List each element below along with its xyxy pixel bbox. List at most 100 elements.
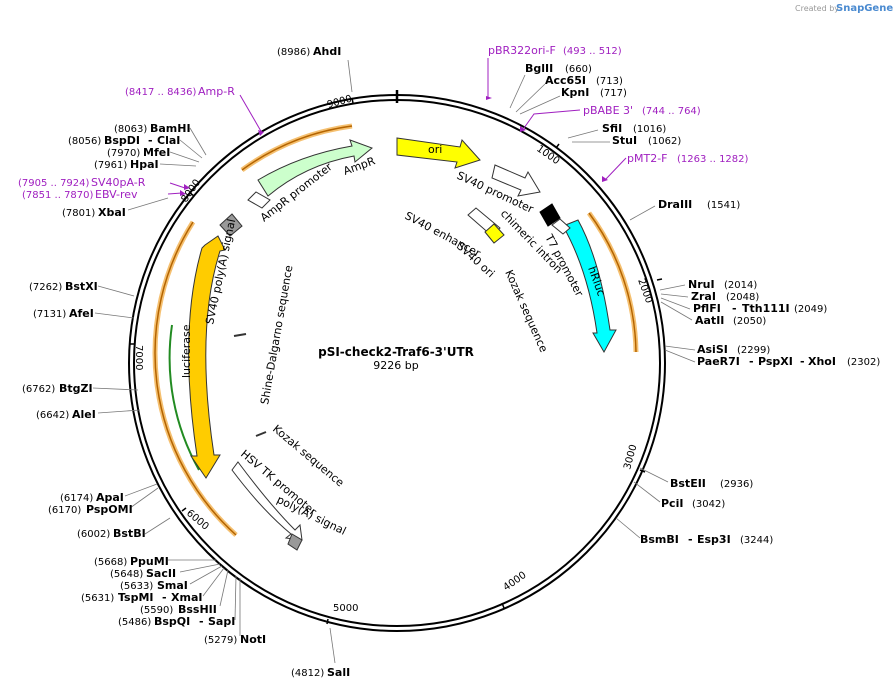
sv40-polya-feature[interactable] (219, 213, 243, 237)
pflfi-pos: (2049) (794, 304, 827, 315)
tick-label-7000: 7000 (133, 345, 144, 370)
bspdi-name[interactable]: BspDI (104, 134, 140, 147)
xhoi-name[interactable]: XhoI (808, 355, 836, 368)
paer7i-dash1: - (749, 355, 754, 368)
paer7i-name[interactable]: PaeR7I (697, 355, 740, 368)
primer-leader-lines (167, 58, 627, 195)
amp-r-name[interactable]: Amp-R (198, 85, 235, 98)
smai-pos: (5633) (120, 581, 153, 592)
xmai-name[interactable]: XmaI (171, 591, 202, 604)
ebv-rev-name[interactable]: EBV-rev (95, 188, 138, 201)
polya-signal-label: poly(A) signal (275, 493, 348, 538)
ampr-feature[interactable] (257, 139, 373, 197)
asisi-name[interactable]: AsiSI (697, 343, 728, 356)
bglii-pos: (660) (565, 64, 592, 75)
luciferase-label: luciferase (180, 324, 193, 378)
clai-name[interactable]: ClaI (157, 134, 180, 147)
enzyme-labels: (8986) AhdI BglII (660) Acc65I (713) Kpn… (22, 45, 880, 679)
hpai-pos: (7961) (94, 160, 127, 171)
enzyme-leader-lines (92, 59, 696, 664)
apai-pos: (6174) (60, 493, 93, 504)
luciferase-orf-line (154, 221, 237, 536)
shine-dalgarno-feature[interactable] (233, 333, 247, 337)
luciferase-feature[interactable] (188, 235, 226, 479)
pspomi-name[interactable]: PspOMI (86, 503, 133, 516)
ampr-promoter-feature[interactable] (247, 191, 271, 209)
afei-pos: (7131) (33, 309, 66, 320)
green-orf-line (168, 324, 200, 471)
sali-name[interactable]: SalI (327, 666, 350, 679)
btgzi-name[interactable]: BtgZI (59, 382, 93, 395)
ppumi-name[interactable]: PpuMI (130, 555, 169, 568)
draiii-name[interactable]: DraIII (658, 198, 692, 211)
bsmbi-dash: - (688, 533, 693, 546)
hsv-tk-promoter-feature[interactable] (231, 461, 303, 541)
ahdi-pos: (8986) (277, 47, 310, 58)
bsshii-pos: (5590) (140, 605, 173, 616)
aatii-name[interactable]: AatII (695, 314, 724, 327)
pspomi-pos: (6170) (48, 505, 81, 516)
alei-name[interactable]: AleI (72, 408, 96, 421)
polya-signal-feature[interactable] (287, 533, 303, 551)
pflfi-dash: - (732, 302, 737, 315)
stui-name[interactable]: StuI (612, 134, 637, 147)
bsteii-pos: (2936) (720, 479, 753, 490)
draiii-pos: (1541) (707, 200, 740, 211)
pflfi-name[interactable]: PflFI (693, 302, 721, 315)
pbr322ori-f-pos: (493 .. 512) (563, 46, 622, 57)
acc65i-name[interactable]: Acc65I (545, 74, 586, 87)
apai-name[interactable]: ApaI (96, 491, 124, 504)
sv40-promoter-feature[interactable] (491, 164, 541, 197)
hpai-name[interactable]: HpaI (130, 158, 159, 171)
sacii-name[interactable]: SacII (146, 567, 176, 580)
bspqi-dash: - (199, 615, 204, 628)
hrluc-orf-line (588, 212, 637, 353)
sv40-ori-feature[interactable] (484, 223, 505, 244)
pbr322ori-f-name[interactable]: pBR322ori-F (488, 44, 556, 57)
tspmi-name[interactable]: TspMI (118, 591, 154, 604)
hrluc-feature[interactable] (562, 219, 617, 354)
afei-name[interactable]: AfeI (69, 307, 94, 320)
zrai-name[interactable]: ZraI (691, 290, 716, 303)
sv40pa-r-name[interactable]: SV40pA-R (91, 176, 146, 189)
bstbi-pos: (6002) (77, 529, 110, 540)
bsmbi-name[interactable]: BsmBI (640, 533, 679, 546)
noti-name[interactable]: NotI (240, 633, 266, 646)
primer-labels: pBR322ori-F (493 .. 512) pBABE 3' (744 .… (18, 44, 749, 201)
pcii-name[interactable]: PciI (661, 497, 683, 510)
tth111i-name[interactable]: Tth111I (742, 302, 790, 315)
pmt2-f-name[interactable]: pMT2-F (627, 152, 668, 165)
tick-label-5000: 5000 (333, 603, 358, 614)
bspqi-name[interactable]: BspQI (154, 615, 190, 628)
esp3i-name[interactable]: Esp3I (697, 533, 731, 546)
nrui-name[interactable]: NruI (688, 278, 715, 291)
noti-pos: (5279) (204, 635, 237, 646)
bamhi-name[interactable]: BamHI (150, 122, 191, 135)
alei-pos: (6642) (36, 410, 69, 421)
ahdi-name[interactable]: AhdI (313, 45, 341, 58)
bsteii-name[interactable]: BstEII (670, 477, 706, 490)
xbai-name[interactable]: XbaI (98, 206, 126, 219)
pbabe3-name[interactable]: pBABE 3' (583, 104, 633, 117)
kozak-2-feature[interactable] (255, 431, 267, 437)
pspxi-name[interactable]: PspXI (758, 355, 793, 368)
bglii-name[interactable]: BglII (525, 62, 553, 75)
ori-feature[interactable] (396, 137, 481, 169)
sapi-name[interactable]: SapI (208, 615, 235, 628)
mfei-name[interactable]: MfeI (143, 146, 170, 159)
aatii-pos: (2050) (733, 316, 766, 327)
chimeric-intron-feature[interactable] (539, 203, 561, 227)
tick-label-3000: 3000 (622, 443, 639, 470)
bsshii-name[interactable]: BssHII (178, 603, 217, 616)
smai-name[interactable]: SmaI (157, 579, 188, 592)
t7-promoter-feature[interactable] (551, 218, 571, 235)
bstxi-name[interactable]: BstXI (65, 280, 98, 293)
kozak-sequence-1-label: Kozak sequence (502, 268, 550, 355)
tspmi-dash: - (162, 591, 167, 604)
sfii-name[interactable]: SfiI (602, 122, 622, 135)
bsmbi-pos: (3244) (740, 535, 773, 546)
kpni-name[interactable]: KpnI (561, 86, 589, 99)
sv40pa-r-pos: (7905 .. 7924) (18, 178, 90, 189)
bstbi-name[interactable]: BstBI (113, 527, 146, 540)
